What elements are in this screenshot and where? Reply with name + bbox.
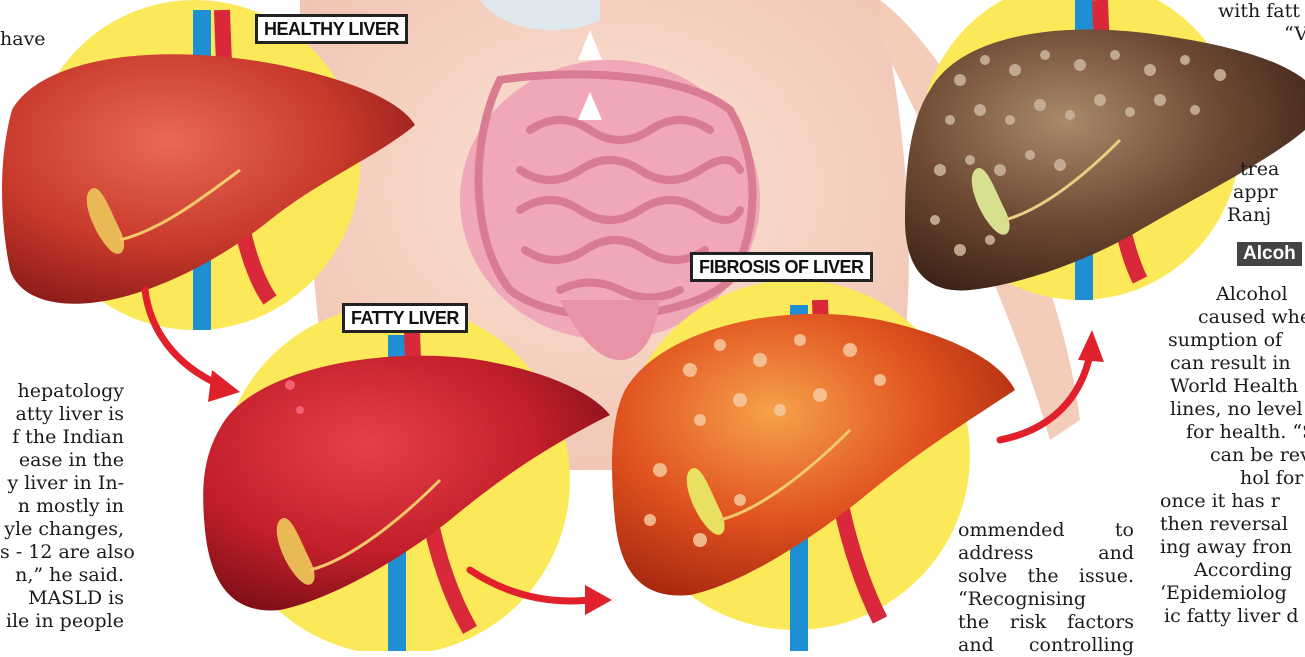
middle-line: the risk factors	[958, 611, 1134, 634]
text-top-left: have	[0, 28, 46, 51]
right-article-column: Alcohol caused whe sumption of can resul…	[1140, 283, 1305, 628]
middle-line: “Recognising	[958, 588, 1134, 611]
right-line: hol for more	[1140, 467, 1305, 490]
middle-article-column: ommended to address and solve the issue.…	[958, 519, 1134, 657]
healthy-liver-label: HEALTHY LIVER	[255, 14, 408, 44]
right-line: sumption of	[1140, 329, 1305, 352]
right-line: ing away fron	[1140, 536, 1305, 559]
right-line: lines, no level	[1140, 398, 1305, 421]
right-line: According	[1140, 559, 1305, 582]
text-top-right: with fatt “V	[1218, 0, 1305, 46]
middle-line: and controlling	[958, 634, 1134, 657]
left-line: ease in the	[0, 449, 124, 472]
right-line: World Health	[1140, 375, 1305, 398]
right-line: ‘Epidemiolog	[1140, 582, 1305, 605]
right-line: can result in	[1140, 352, 1305, 375]
left-line: ile in people	[0, 610, 124, 633]
left-line: s - 12 are also	[0, 541, 124, 564]
right-line: ic fatty liver d	[1140, 605, 1305, 628]
left-article-column: hepatology atty liver is f the Indian ea…	[0, 380, 124, 633]
fibrosis-liver-label: FIBROSIS OF LIVER	[690, 252, 873, 282]
left-line: n,” he said.	[0, 564, 124, 587]
right-line: Alcohol	[1140, 283, 1305, 306]
right-line: can be rever	[1140, 444, 1305, 467]
right-line: once it has r	[1140, 490, 1305, 513]
right-upper-column: trea appr Ranj	[1240, 158, 1279, 227]
middle-line: ommended to	[958, 519, 1134, 542]
right-line: then reversal	[1140, 513, 1305, 536]
left-line: f the Indian	[0, 426, 124, 449]
left-line: n mostly in	[0, 495, 124, 518]
middle-line: solve the issue.	[958, 565, 1134, 588]
left-line: atty liver is	[0, 403, 124, 426]
subhead-alcohol: Alcoh	[1237, 242, 1302, 266]
fatty-liver-label: FATTY LIVER	[342, 303, 468, 333]
right-line: caused whe	[1140, 306, 1305, 329]
middle-line: address and	[958, 542, 1134, 565]
left-line: yle changes,	[0, 518, 124, 541]
left-line: hepatology	[0, 380, 124, 403]
left-line: y liver in In-	[0, 472, 124, 495]
left-line: MASLD is	[0, 587, 124, 610]
right-line: for health. “S	[1140, 421, 1305, 444]
